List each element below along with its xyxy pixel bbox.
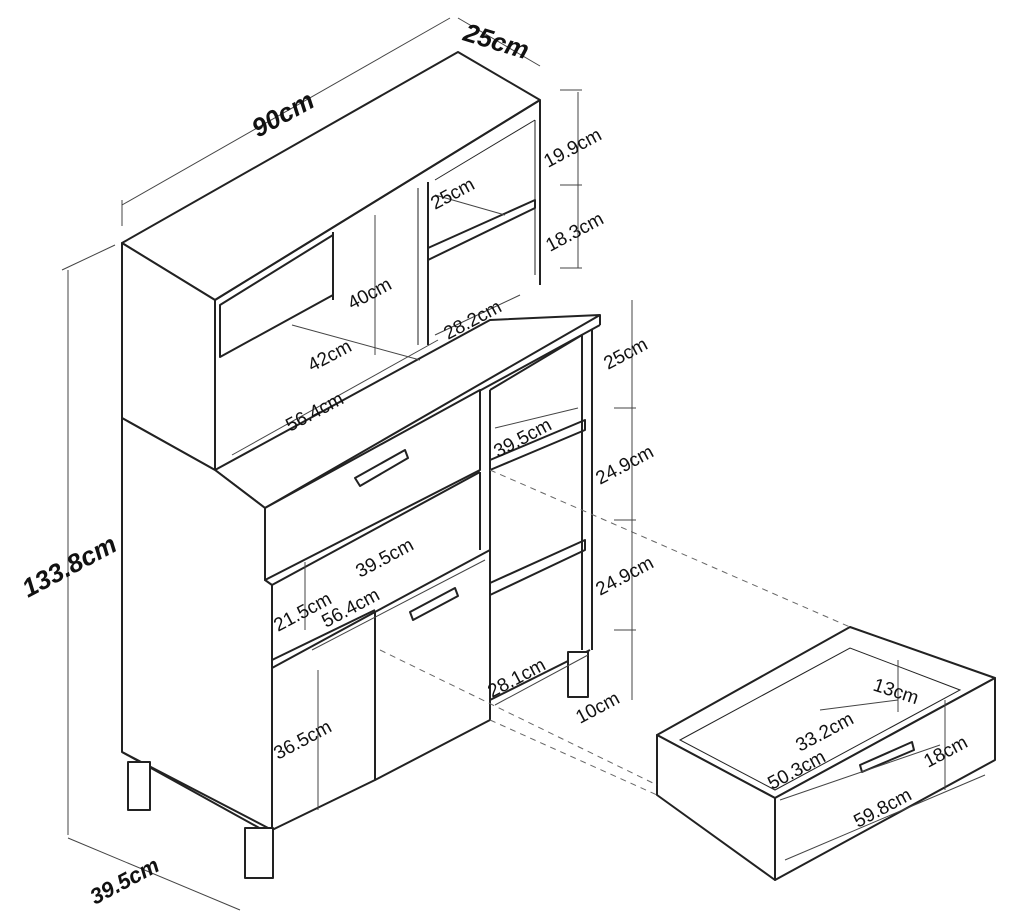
label-width-side-bottom: 28.1cm	[484, 655, 549, 703]
label-depth-total: 39.5cm	[86, 852, 164, 909]
label-height-side-shelf-2: 24.9cm	[592, 442, 657, 490]
dimension-lines	[61, 17, 986, 911]
label-height-top-shelf: 19.9cm	[540, 125, 605, 173]
label-height-top-open: 40cm	[344, 274, 395, 314]
drawer-front-handle-icon	[859, 741, 915, 773]
label-width-total: 90cm	[246, 85, 319, 143]
label-depth-niche: 39.5cm	[352, 535, 417, 583]
guide-lines	[379, 469, 851, 796]
drawer-exploded	[656, 626, 996, 881]
label-height-side-shelf-1: 25cm	[600, 334, 651, 374]
label-height-side-shelf-3: 24.9cm	[592, 553, 657, 601]
drawer-handle-icon	[354, 449, 409, 487]
label-height-second-shelf: 18.3cm	[542, 209, 607, 257]
hutch-upper-unit	[121, 51, 541, 471]
label-height-total: 133.8cm	[17, 529, 122, 604]
label-depth-top: 25cm	[459, 17, 532, 65]
label-depth-mid: 42cm	[304, 336, 355, 376]
door-handle-icon	[409, 587, 459, 621]
lower-base	[121, 330, 593, 879]
